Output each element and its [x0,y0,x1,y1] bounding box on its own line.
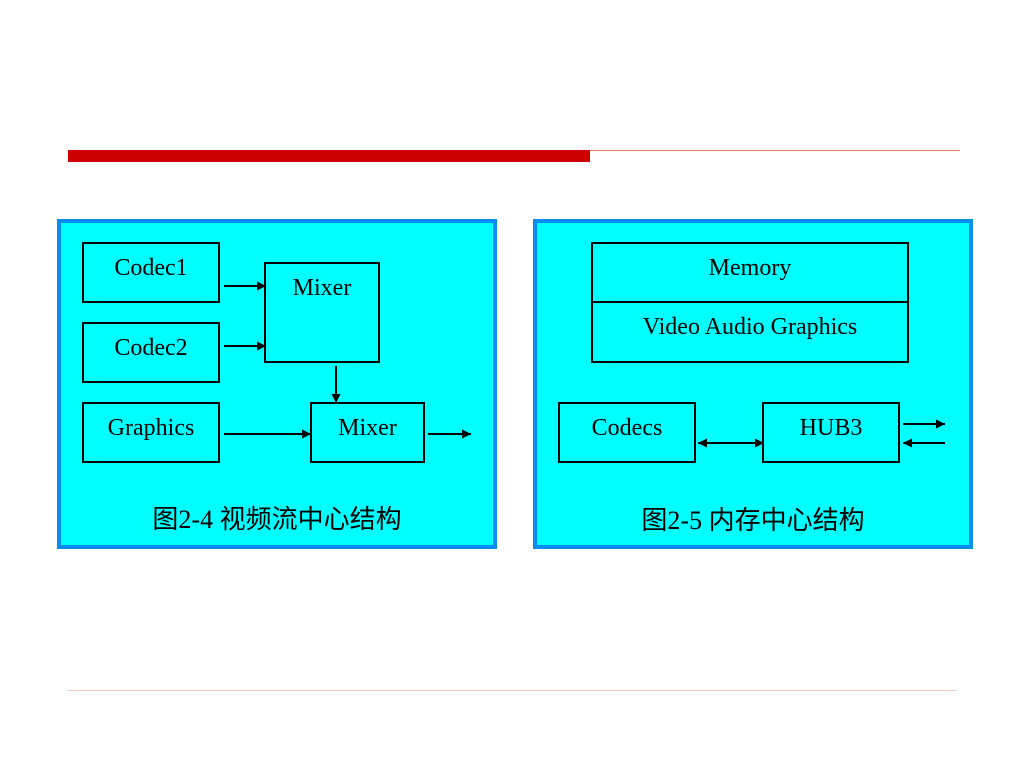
video-stream-hub-diagram: Codec1 Codec2 Mixer Graphics Mixer 图2-4 … [57,219,497,549]
codec1-box: Codec1 [82,242,220,303]
title-rule-thick [68,150,590,162]
footer-rule [68,690,956,691]
memory-hub-diagram: Memory Video Audio Graphics Codecs HUB3 … [533,219,973,549]
codecs-box: Codecs [558,402,696,463]
figure-caption-left: 图2-4 视频流中心结构 [152,505,402,534]
graphics-box: Graphics [82,402,220,463]
figure-caption-right: 图2-5 内存中心结构 [641,506,865,535]
mixer-top-box: Mixer [264,262,380,363]
codec2-box: Codec2 [82,322,220,383]
left-diagram-connectors [224,281,471,439]
memory-box: Memory [591,242,909,303]
video-audio-graphics-box: Video Audio Graphics [591,301,909,363]
mixer-bottom-box: Mixer [310,402,425,463]
right-diagram-connectors [698,419,945,448]
title-rule-thin [590,150,960,151]
hub3-box: HUB3 [762,402,900,463]
